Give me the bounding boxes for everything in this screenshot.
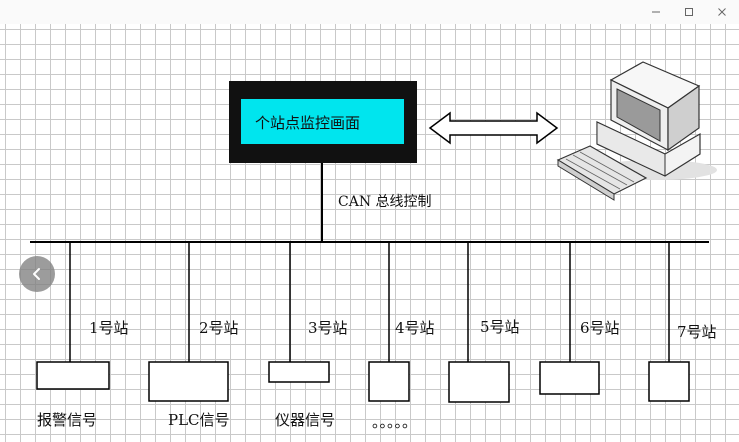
device-caption-4: 。。。。。 bbox=[372, 413, 417, 431]
device-box-3 bbox=[269, 362, 329, 382]
chevron-left-icon bbox=[30, 267, 44, 281]
device-box-2 bbox=[149, 362, 228, 401]
device-caption-1: 报警信号 bbox=[37, 411, 97, 429]
station-label-3: 3号站 bbox=[308, 319, 348, 337]
device-caption-3: 仪器信号 bbox=[275, 411, 335, 429]
previous-image-button[interactable] bbox=[19, 256, 55, 292]
bus-label: CAN 总线控制 bbox=[338, 194, 432, 210]
station-label-6: 6号站 bbox=[580, 319, 620, 337]
device-box-6 bbox=[540, 362, 599, 394]
station-label-5: 5号站 bbox=[480, 318, 520, 336]
station-label-7: 7号站 bbox=[677, 323, 717, 341]
device-caption-2: PLC信号 bbox=[168, 411, 230, 429]
monitor-box-label: 个站点监控画面 bbox=[255, 114, 360, 132]
computer-icon bbox=[558, 62, 717, 200]
device-box-5 bbox=[449, 362, 509, 402]
device-box-1 bbox=[37, 362, 109, 389]
double-arrow bbox=[430, 113, 557, 143]
station-label-1: 1号站 bbox=[89, 319, 129, 337]
station-label-2: 2号站 bbox=[199, 319, 239, 337]
station-label-4: 4号站 bbox=[395, 319, 435, 337]
device-box-7 bbox=[649, 362, 689, 401]
device-box-4 bbox=[369, 362, 409, 401]
